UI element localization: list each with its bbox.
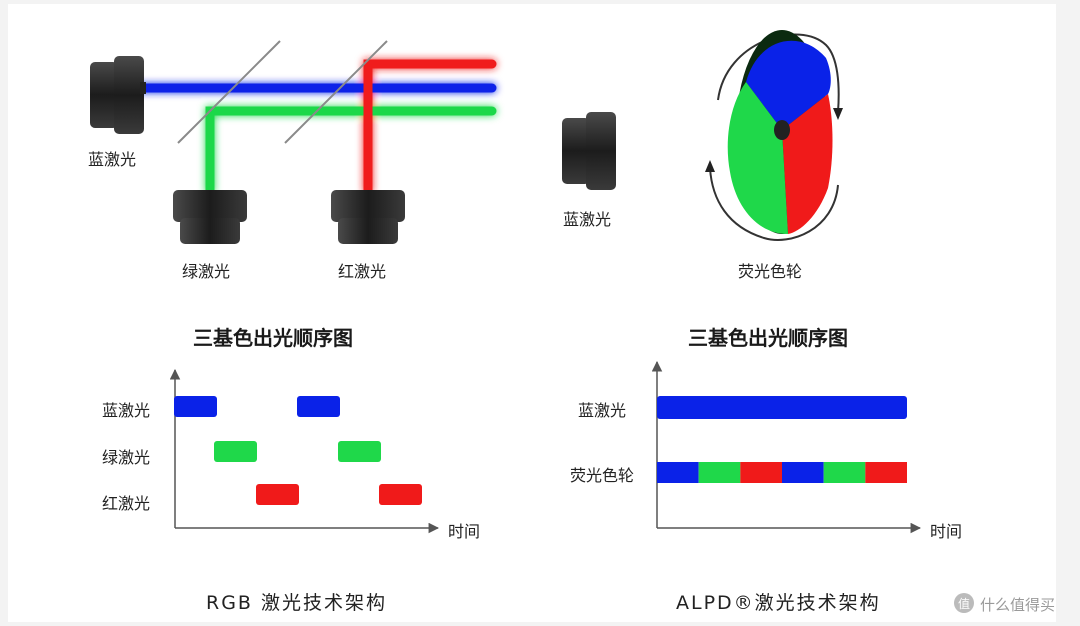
rgb-timing-title: 三基色出光顺序图 [193,326,353,350]
rgb-optics [90,40,497,244]
rgb-caption: RGB 激光技术架构 [206,592,387,614]
green-laser-label: 绿激光 [182,262,231,281]
phosphor-wheel-label: 荧光色轮 [738,262,803,281]
alpd-blue-laser-label: 蓝激光 [563,210,612,229]
blue-laser-label: 蓝激光 [88,150,137,169]
blue-laser-module-icon [90,56,146,134]
blue-wheel-segment [657,462,699,483]
blue-wheel-segment [782,462,824,483]
alpd-optics [562,30,962,241]
blue-pulse [174,396,217,417]
alpd-timing-title: 三基色出光顺序图 [688,326,848,350]
green-pulse [214,441,257,462]
row-label-wheel: 荧光色轮 [570,466,635,485]
panel-background [8,4,1056,622]
green-pulse [338,441,381,462]
red-laser-label: 红激光 [338,262,387,281]
alpd-caption: ALPD®激光技术架构 [676,592,881,614]
x-axis-label: 时间 [930,522,963,541]
x-axis-label: 时间 [448,522,481,541]
dichroic-mirror-2 [284,40,388,144]
red-beam [363,59,497,195]
red-wheel-segment [740,462,782,483]
red-laser-module-icon [331,190,405,244]
blue-continuous-bar [657,396,907,419]
dichroic-mirror-1 [177,40,281,144]
blue-pulse [297,396,340,417]
green-wheel-segment [698,462,741,483]
red-pulse [256,484,299,505]
green-laser-module-icon [173,190,247,244]
red-wheel-segment [865,462,907,483]
row-label-green: 绿激光 [102,448,151,467]
smzdm-logo-icon: 值 [954,593,974,613]
phosphor-color-wheel-icon [727,30,833,234]
alpd-timing-chart [651,360,922,534]
row-label-blue: 蓝激光 [578,401,627,420]
rotation-arrow-top-icon [717,33,840,113]
green-wheel-segment [823,462,866,483]
svg-text:值: 值 [958,596,970,611]
red-pulse [379,484,422,505]
row-label-red: 红激光 [102,494,151,513]
rotation-arrow-bottom-icon [709,167,839,241]
rgb-timing-chart [169,368,440,534]
blue-laser-module-icon [562,112,616,190]
watermark-text: 什么值得买 [980,596,1056,614]
row-label-blue: 蓝激光 [102,401,151,420]
